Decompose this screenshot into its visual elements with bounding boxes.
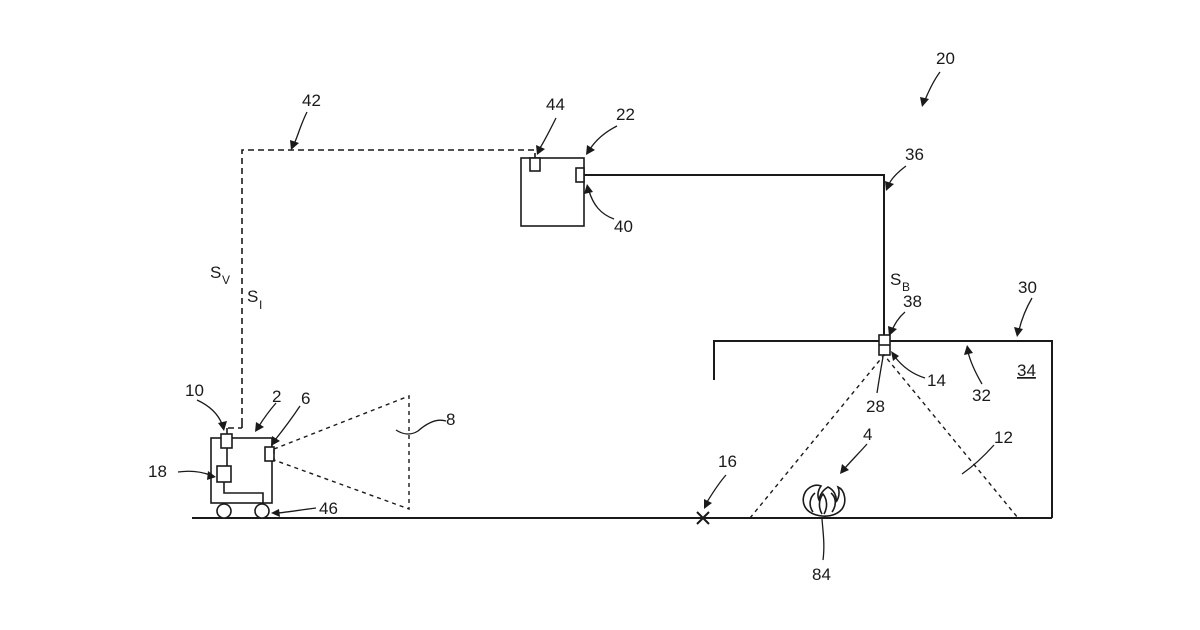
label-wired-line: 36 bbox=[905, 145, 924, 164]
label-wheels: 46 bbox=[319, 499, 338, 518]
label-system: 20 bbox=[936, 49, 955, 68]
label-fire: 4 bbox=[863, 425, 872, 444]
signal-sv: S V bbox=[210, 263, 230, 287]
robot-camera-box bbox=[265, 447, 274, 461]
robot-controller-box bbox=[217, 466, 231, 482]
robot-transceiver-box bbox=[221, 434, 232, 448]
label-central-antenna: 44 bbox=[546, 95, 565, 114]
label-fixed-detector: 14 bbox=[927, 371, 946, 390]
label-robot-camera: 6 bbox=[301, 389, 310, 408]
svg-text:S: S bbox=[210, 263, 221, 282]
svg-text:S: S bbox=[247, 287, 258, 306]
flame-symbol bbox=[803, 485, 845, 516]
label-target-position: 16 bbox=[718, 452, 737, 471]
label-robot-transceiver: 10 bbox=[185, 381, 204, 400]
wireless-link bbox=[242, 150, 535, 424]
label-detector-port: 38 bbox=[903, 292, 922, 311]
robot-wheel-right bbox=[255, 504, 269, 518]
leader-lines bbox=[178, 72, 1032, 560]
label-central-port: 40 bbox=[614, 217, 633, 236]
label-robot: 2 bbox=[272, 387, 281, 406]
robot-wheel-left bbox=[217, 504, 231, 518]
fixed-view-field bbox=[750, 355, 1018, 518]
signal-si: S I bbox=[247, 287, 262, 312]
label-room: 34 bbox=[1017, 361, 1036, 380]
label-robot-view-field: 8 bbox=[446, 410, 455, 429]
label-flame-symbol: 84 bbox=[812, 565, 831, 584]
label-wireless-link: 42 bbox=[302, 91, 321, 110]
central-port-box bbox=[576, 168, 584, 182]
svg-text:S: S bbox=[890, 270, 901, 289]
label-enclosure: 30 bbox=[1018, 278, 1037, 297]
svg-text:V: V bbox=[222, 273, 230, 287]
svg-text:B: B bbox=[902, 280, 910, 294]
central-antenna-box bbox=[530, 158, 540, 171]
wired-line bbox=[584, 175, 884, 335]
label-ceiling: 32 bbox=[972, 386, 991, 405]
svg-text:I: I bbox=[259, 298, 262, 312]
label-fixed-view-field: 12 bbox=[994, 428, 1013, 447]
label-detector-housing: 28 bbox=[866, 397, 885, 416]
robot-view-field bbox=[274, 396, 409, 509]
label-robot-controller: 18 bbox=[148, 462, 167, 481]
label-central-unit: 22 bbox=[616, 105, 635, 124]
signal-sb: S B bbox=[890, 270, 910, 294]
